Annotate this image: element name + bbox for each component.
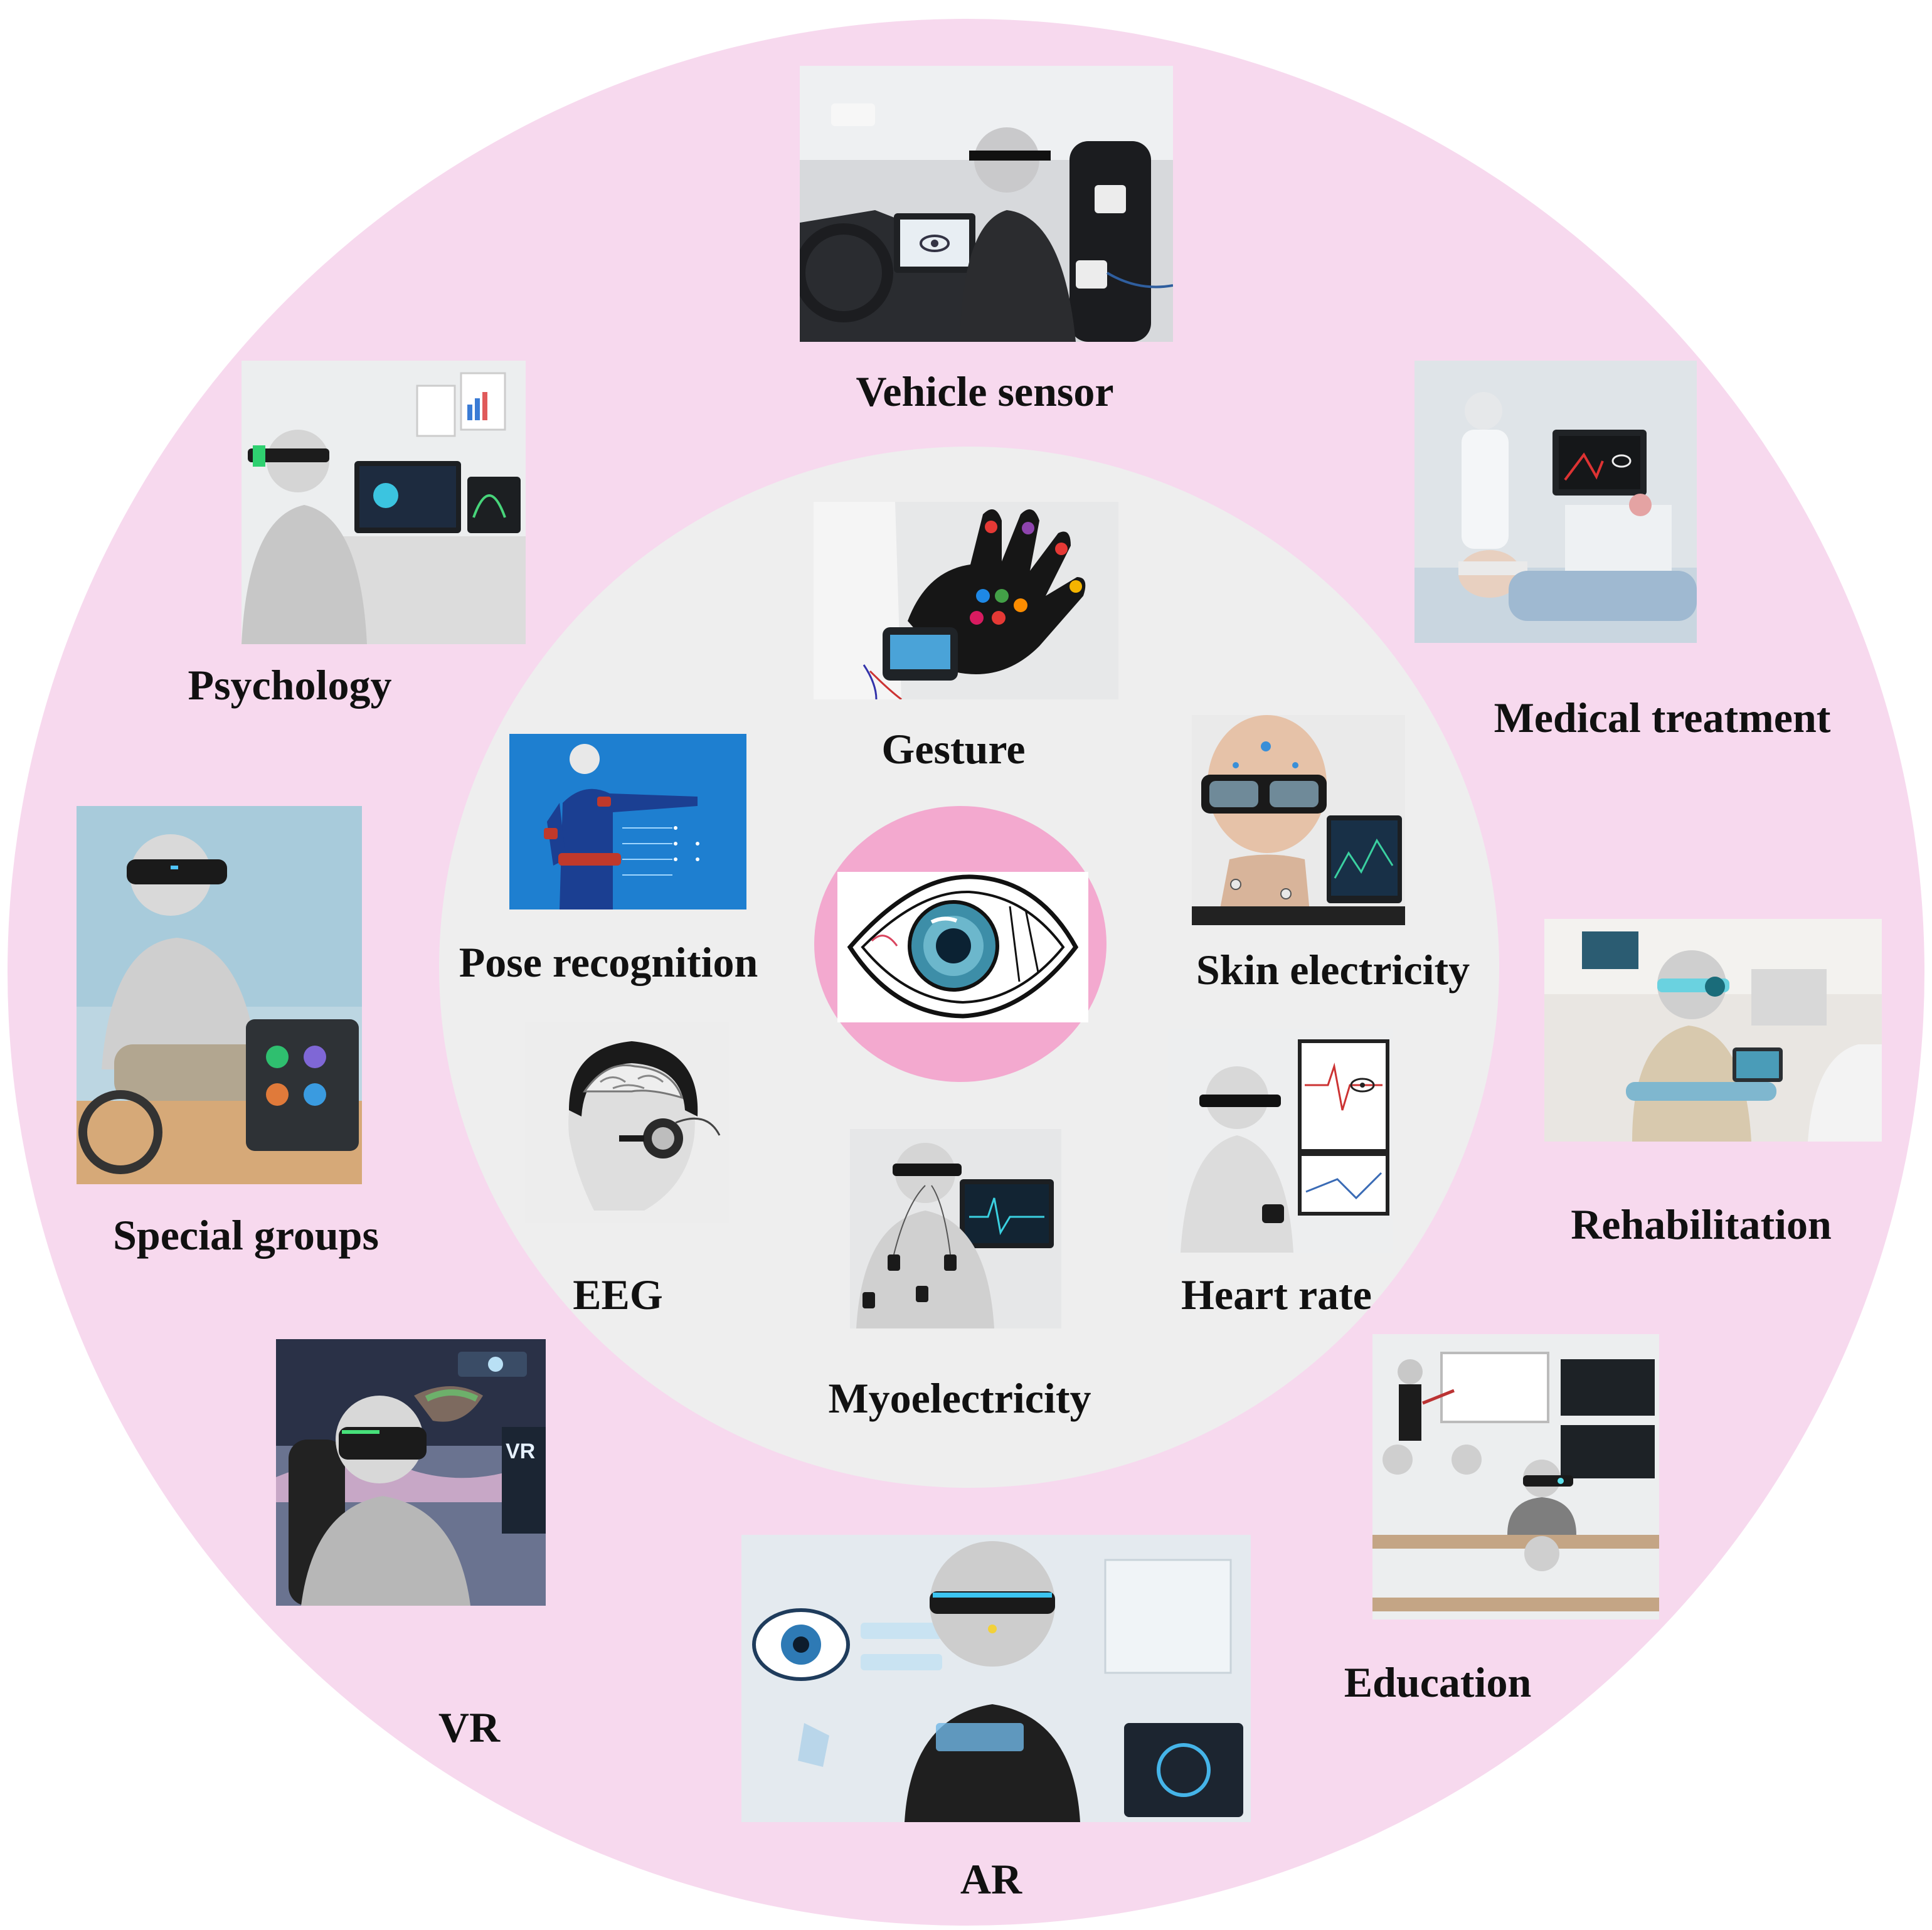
gesture-glove-illustration xyxy=(814,502,1118,699)
myoelectricity-illustration xyxy=(850,1129,1061,1328)
outer-label-ar: AR xyxy=(960,1855,1022,1903)
inner-label-eeg: EEG xyxy=(573,1271,663,1318)
inner-label-gesture: Gesture xyxy=(881,725,1026,773)
inner-label-myoelectricity: Myoelectricity xyxy=(828,1374,1091,1422)
outer-label-psychology: Psychology xyxy=(188,661,392,709)
outer-label-rehabilitation: Rehabilitation xyxy=(1571,1201,1832,1248)
psychology-illustration xyxy=(242,361,526,644)
skin-electricity-illustration xyxy=(1192,715,1405,925)
outer-label-vehicle-sensor: Vehicle sensor xyxy=(856,368,1114,415)
vr-illustration: VR xyxy=(276,1339,546,1606)
eeg-cap-illustration xyxy=(525,1022,729,1223)
svg-text:VR: VR xyxy=(506,1440,535,1463)
outer-label-medical-treatment: Medical treatment xyxy=(1494,694,1831,741)
inner-label-skin-electricity: Skin electricity xyxy=(1196,946,1470,994)
outer-label-special-groups: Special groups xyxy=(113,1211,379,1259)
ar-illustration xyxy=(741,1535,1251,1822)
inner-label-heart-rate: Heart rate xyxy=(1181,1271,1372,1318)
pose-recognition-illustration xyxy=(509,734,746,909)
special-groups-illustration xyxy=(77,806,362,1184)
eye-icon xyxy=(837,872,1088,1022)
inner-label-pose-recognition: Pose recognition xyxy=(459,938,758,986)
medical-treatment-illustration xyxy=(1414,361,1697,643)
vehicle-sensor-illustration xyxy=(800,66,1173,342)
outer-label-education: Education xyxy=(1344,1658,1532,1706)
heart-rate-illustration xyxy=(1168,1029,1393,1253)
rehabilitation-illustration xyxy=(1544,919,1882,1142)
education-illustration xyxy=(1372,1334,1659,1620)
outer-label-vr: VR xyxy=(438,1704,501,1751)
